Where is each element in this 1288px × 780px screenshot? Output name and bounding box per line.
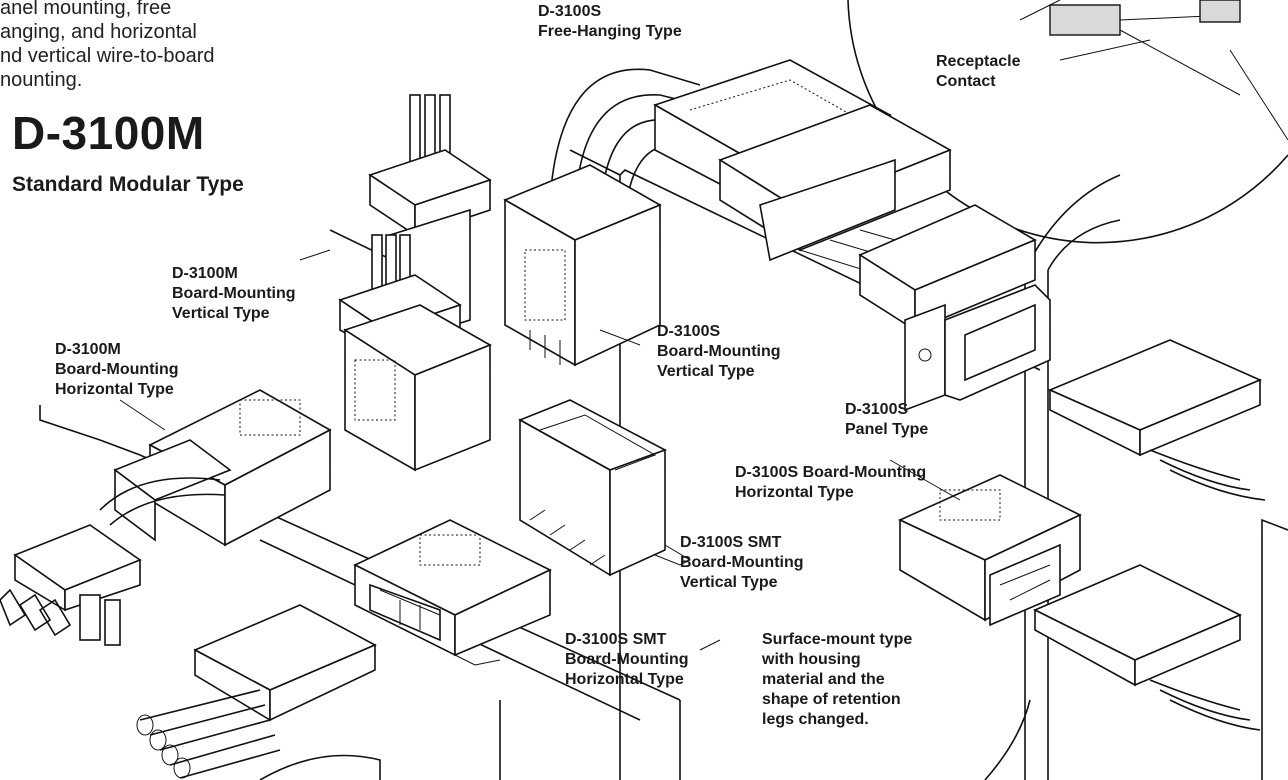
- label-m-vertical: D-3100M Board-Mounting Vertical Type: [172, 264, 296, 324]
- intro-line: anel mounting, free: [0, 0, 172, 19]
- smt-note: Surface-mount type with housing material…: [762, 630, 912, 730]
- series-title: D-3100M: [12, 107, 205, 159]
- label-line: Horizontal Type: [55, 381, 174, 398]
- label-line: D-3100S SMT: [565, 631, 667, 648]
- label-line: Free-Hanging Type: [538, 23, 682, 40]
- label-line: Receptacle: [936, 53, 1021, 70]
- note-line: Surface-mount type: [762, 631, 913, 648]
- label-line: D-3100S: [657, 323, 721, 340]
- note-line: with housing: [762, 651, 861, 668]
- note-line: shape of retention: [762, 691, 901, 708]
- label-line: Board-Mounting: [55, 361, 179, 378]
- leader-lines: [119, 249, 961, 651]
- note-line: legs changed.: [762, 711, 869, 728]
- label-line: D-3100S SMT: [680, 534, 782, 551]
- label-line: Panel Type: [845, 421, 929, 438]
- s-vertical-connector: [503, 164, 662, 367]
- label-m-horizontal: D-3100M Board-Mounting Horizontal Type: [55, 340, 179, 400]
- label-smt-vertical: D-3100S SMT Board-Mounting Vertical Type: [680, 533, 804, 593]
- note-line: material and the: [762, 671, 885, 688]
- receptacle-contact-callout: [847, 0, 1288, 244]
- label-s-panel: D-3100S Panel Type: [845, 400, 928, 440]
- intro-line: anging, and horizontal: [0, 21, 197, 43]
- label-line: D-3100M: [172, 265, 238, 282]
- intro-text: anel mounting, free anging, and horizont…: [0, 0, 215, 92]
- free-hanging-connector: [549, 59, 1001, 301]
- label-line: Board-Mounting: [680, 554, 804, 571]
- label-smt-horizontal: D-3100S SMT Board-Mounting Horizontal Ty…: [565, 630, 689, 690]
- label-line: Board-Mounting: [657, 343, 781, 360]
- label-line: D-3100S: [538, 3, 602, 20]
- bottom-cable-connector: [136, 604, 377, 779]
- s-horizontal-connector: [898, 474, 1082, 627]
- label-line: Horizontal Type: [735, 484, 854, 501]
- label-line: D-3100S: [845, 401, 909, 418]
- label-s-vertical: D-3100S Board-Mounting Vertical Type: [657, 322, 781, 382]
- label-s-horizontal: D-3100S Board-Mounting Horizontal Type: [735, 463, 926, 503]
- smt-horizontal-connector: [353, 519, 552, 666]
- smt-vertical-connector: [518, 399, 692, 577]
- label-line: Vertical Type: [680, 574, 778, 591]
- label-line: Board-Mounting: [565, 651, 689, 668]
- label-line: Vertical Type: [657, 363, 755, 380]
- right-cable-connectors: [1033, 339, 1266, 731]
- label-receptacle-contact: Receptacle Contact: [936, 52, 1021, 92]
- label-line: Vertical Type: [172, 305, 270, 322]
- intro-line: nd vertical wire-to-board: [0, 45, 215, 67]
- intro-line: nounting.: [0, 69, 83, 91]
- label-line: D-3100M: [55, 341, 121, 358]
- panel-type-connector: [858, 204, 1051, 412]
- label-line: Contact: [936, 73, 996, 90]
- series-subtitle: Standard Modular Type: [12, 173, 244, 196]
- label-line: Board-Mounting: [172, 285, 296, 302]
- label-line: Horizontal Type: [565, 671, 684, 688]
- m-horizontal-connector: [0, 389, 332, 646]
- m-vertical-connector: [338, 94, 492, 472]
- label-line: D-3100S Board-Mounting: [735, 464, 927, 481]
- label-free-hanging: D-3100S Free-Hanging Type: [538, 2, 682, 42]
